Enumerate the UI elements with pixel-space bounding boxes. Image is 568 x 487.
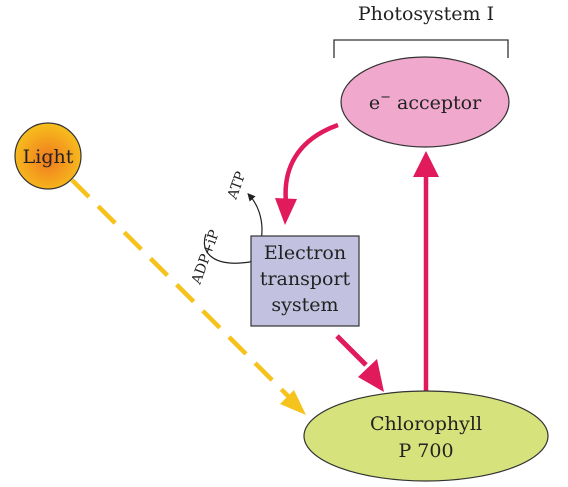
- acceptor-to-ets-arrow: [283, 122, 339, 203]
- ets-to-chlorophyll-arrow: [335, 334, 368, 367]
- ets-to-chlorophyll-arrowhead: [358, 359, 384, 392]
- ets-label-line2: transport: [260, 268, 351, 290]
- light-ray-dashed: [70, 178, 292, 400]
- chlorophyll-label-line1: Chlorophyll: [370, 413, 482, 435]
- ets-box: [250, 235, 360, 327]
- chlorophyll-to-acceptor-arrowhead: [413, 151, 439, 177]
- chlorophyll-p700-node: [303, 390, 549, 482]
- ets-label-line1: Electron: [264, 242, 346, 264]
- photosystem-title: Photosystem I: [358, 3, 494, 25]
- atp-label: ATP: [224, 169, 249, 202]
- chlorophyll-label-line2: P 700: [398, 440, 453, 462]
- electron-acceptor-node: [340, 56, 510, 148]
- electron-acceptor-label: e− acceptor: [369, 90, 482, 114]
- light-label: Light: [23, 146, 74, 168]
- acceptor-to-ets-arrowhead: [275, 198, 297, 225]
- photosystem-bracket: [333, 39, 509, 58]
- adp-ip-label: ADP+iP: [188, 228, 223, 287]
- light-node: [14, 122, 82, 190]
- ets-label-line3: system: [271, 294, 338, 316]
- light-ray-arrowhead: [280, 390, 306, 415]
- adp-atp-cycle-arc: [203, 233, 251, 264]
